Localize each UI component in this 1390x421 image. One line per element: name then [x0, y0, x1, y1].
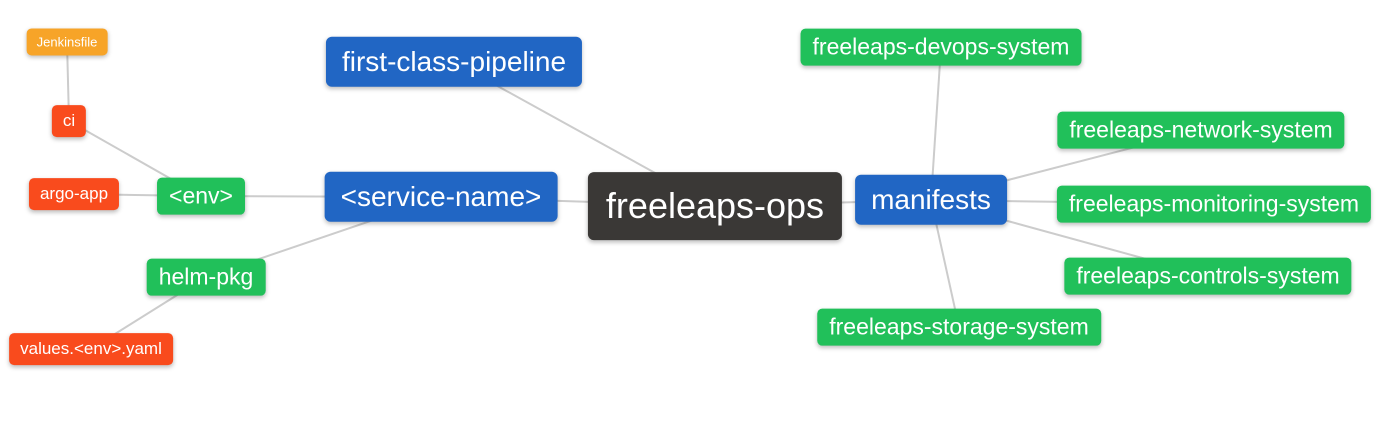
node-storage-system[interactable]: freeleaps-storage-system: [817, 308, 1101, 346]
node-argo-app[interactable]: argo-app: [28, 178, 120, 210]
node-monitoring-system[interactable]: freeleaps-monitoring-system: [1056, 185, 1372, 223]
node-ci[interactable]: ci: [51, 105, 87, 137]
node-helm-pkg[interactable]: helm-pkg: [146, 258, 266, 296]
node-manifests[interactable]: manifests: [855, 174, 1007, 226]
node-jenkinsfile[interactable]: Jenkinsfile: [26, 28, 108, 56]
node-network-system[interactable]: freeleaps-network-system: [1057, 111, 1345, 149]
node-first-class-pipeline[interactable]: first-class-pipeline: [325, 36, 583, 88]
node-controls-system[interactable]: freeleaps-controls-system: [1064, 257, 1352, 295]
node-freeleaps-ops-root[interactable]: freeleaps-ops: [587, 172, 843, 240]
node-env[interactable]: <env>: [157, 177, 245, 215]
node-values-env-yaml[interactable]: values.<env>.yaml: [9, 333, 173, 365]
node-devops-system[interactable]: freeleaps-devops-system: [800, 28, 1082, 66]
node-service-name[interactable]: <service-name>: [324, 171, 558, 223]
edge-manifests-to-devops-system: [930, 46, 942, 201]
